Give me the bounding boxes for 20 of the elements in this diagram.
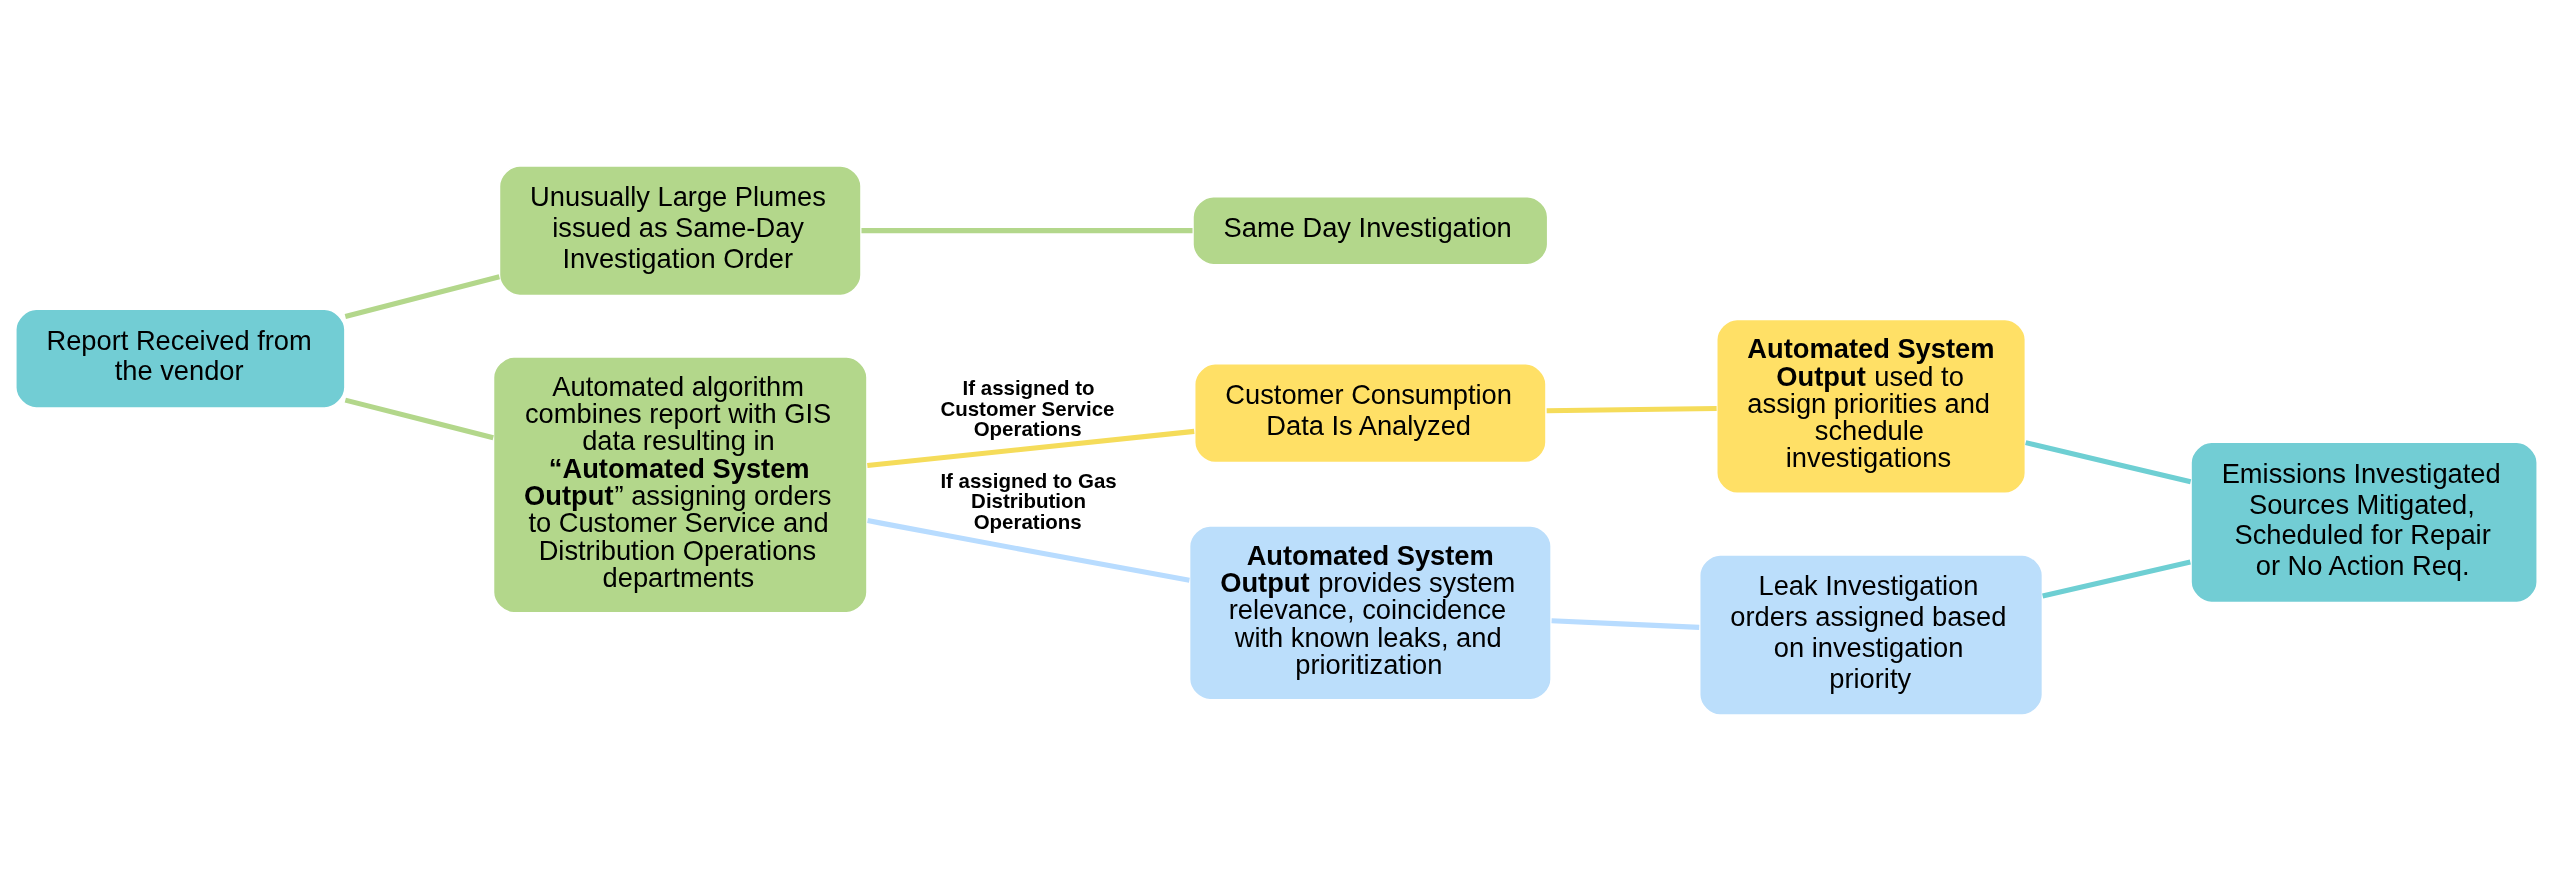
- connector: [344, 273, 500, 319]
- connector: [1546, 405, 1717, 413]
- connector: [867, 428, 1195, 468]
- connector: [1551, 617, 1700, 630]
- node-box: Automated algorithm combines report with GIS data resulting in “Automated System Output” assigning orders to Customer Service and Distribution Operations departments: [492, 355, 868, 614]
- connector: [861, 227, 1193, 233]
- node-box: Emissions Investigated Sources Mitigated, Scheduled for Repair or No Action Req.: [2190, 440, 2539, 603]
- node-box: Unusually Large Plumes issued as Same-Day Investigation Order: [498, 164, 862, 296]
- node-box: Automated System Output provides system relevance, coincidence with known leaks, and prioritization: [1188, 524, 1553, 701]
- node-box: Automated System Output used to assign priorities and schedule investigations: [1715, 318, 2027, 494]
- connector: [344, 397, 494, 440]
- node-box: Leak Investigation orders assigned based on investigation priority: [1698, 553, 2044, 716]
- connector: [2042, 558, 2191, 598]
- connector: [2025, 439, 2192, 484]
- node-box: Customer Consumption Data Is Analyzed: [1193, 362, 1547, 464]
- node-box: Same Day Investigation: [1192, 195, 1549, 266]
- node-box: Report Received from the vendor: [14, 307, 346, 409]
- edge-label: If assigned to Gas Distribution Operations: [940, 468, 1117, 533]
- connector: [867, 517, 1190, 583]
- edge-label: If assigned to Customer Service Operations: [940, 375, 1115, 440]
